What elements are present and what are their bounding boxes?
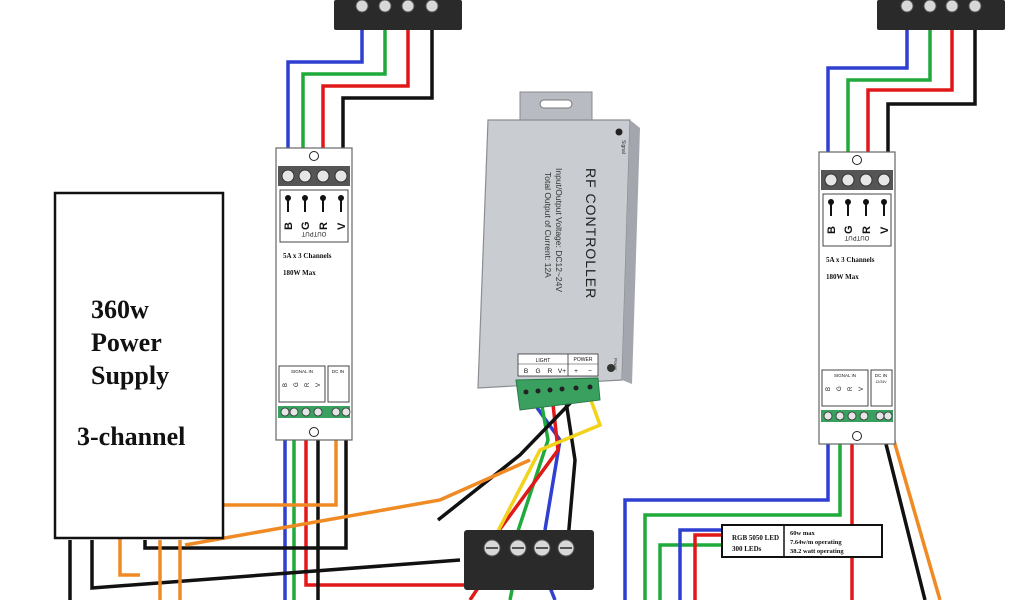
amp-left-signal-in: SIGNAL IN bbox=[291, 369, 313, 374]
controller-term-minus: − bbox=[588, 368, 592, 375]
wire-green-topright bbox=[846, 12, 932, 160]
strip-label-3: 60w max bbox=[790, 530, 815, 537]
rf-controller: Signal RF CONTROLLER Input/Output Voltag… bbox=[477, 91, 640, 411]
wire-black-leftamp-dc bbox=[143, 420, 348, 550]
amp-left-sig-r: R bbox=[305, 382, 311, 387]
controller-term-b: B bbox=[524, 368, 528, 375]
wire-black-ctrl bbox=[563, 394, 577, 541]
terminal-block-bottom bbox=[464, 530, 594, 590]
psu-label-4: 3-channel bbox=[77, 422, 185, 451]
strip-label-1: RGB 5050 LED bbox=[732, 534, 779, 542]
strip-label-2: 300 LEDs bbox=[732, 545, 762, 553]
amp-right-rating-1: 5A x 3 Channels bbox=[826, 256, 875, 264]
amp-left-rating-2: 180W Max bbox=[283, 269, 316, 277]
wire-black-topright bbox=[886, 12, 977, 160]
wire-green-topleft bbox=[301, 12, 387, 160]
amp-left-term-r: R bbox=[318, 222, 330, 230]
psu-label-3: Supply bbox=[91, 361, 169, 390]
psu-label-1: 360w bbox=[91, 295, 149, 324]
amp-right-sig-r: R bbox=[848, 386, 854, 391]
amp-right-term-b: B bbox=[826, 226, 838, 234]
amplifier-left: B G R V OUTPUT 5A x 3 Channels 180W Max … bbox=[275, 147, 353, 441]
controller-spec-1: Input/Output Voltage: DC12~24V bbox=[554, 168, 564, 292]
wire-black-psu-2 bbox=[90, 540, 461, 590]
wire-red-topright bbox=[866, 12, 954, 160]
amp-right-sig-v: V bbox=[859, 387, 865, 391]
psu-label-2: Power bbox=[91, 328, 162, 357]
wire-black-rightamp bbox=[878, 419, 927, 600]
amp-right-dc-in: DC IN bbox=[875, 373, 887, 378]
amp-right-rating-2: 180W Max bbox=[826, 273, 859, 281]
amp-left-sig-g: G bbox=[294, 382, 300, 387]
wire-green-ctrl bbox=[513, 394, 550, 541]
controller-signal-label: Signal bbox=[620, 140, 626, 154]
wire-red-ctrl bbox=[490, 394, 560, 542]
amp-right-signal-in: SIGNAL IN bbox=[834, 373, 856, 378]
amp-left-rating-1: 5A x 3 Channels bbox=[283, 252, 332, 260]
controller-power-label: POWER bbox=[574, 357, 593, 363]
terminal-block-topleft bbox=[334, 0, 462, 30]
wire-black-ctrl-2 bbox=[436, 393, 580, 522]
amp-right-sig-b: B bbox=[826, 387, 832, 391]
wire-red-topleft bbox=[321, 12, 410, 160]
wire-blue-strip bbox=[678, 528, 725, 600]
power-supply: 360w Power Supply 3-channel bbox=[53, 191, 225, 540]
controller-term-g: G bbox=[535, 368, 540, 375]
amp-left-term-b: B bbox=[283, 222, 295, 230]
amp-left-term-v: V bbox=[336, 222, 348, 230]
amp-right-term-r: R bbox=[861, 226, 873, 234]
controller-term-plus: + bbox=[574, 368, 578, 375]
amp-right-output-label: OUTPUT bbox=[844, 234, 869, 240]
wire-black-topleft bbox=[341, 12, 434, 160]
led-strip-label: RGB 5050 LED 300 LEDs 60w max 7.64w/m op… bbox=[721, 524, 883, 558]
wire-green-strip bbox=[658, 543, 725, 600]
wire-blue-topleft bbox=[286, 12, 364, 160]
amp-left-sig-v: V bbox=[316, 383, 322, 387]
controller-light-label: LIGHT bbox=[536, 358, 551, 364]
wire-orange-rightamp bbox=[886, 419, 942, 600]
amp-right-dc-sub: 12/24V bbox=[875, 380, 887, 384]
amplifier-right: B G R V OUTPUT 5A x 3 Channels 180W Max … bbox=[818, 151, 896, 445]
wire-red-leftamp-sig bbox=[304, 420, 480, 587]
amp-right-sig-g: G bbox=[837, 386, 843, 391]
strip-label-4: 7.64w/m operating bbox=[790, 539, 842, 546]
wire-orange-ctrl bbox=[184, 458, 531, 547]
amp-left-output-label: OUTPUT bbox=[301, 230, 326, 236]
terminal-block-topright bbox=[877, 0, 1005, 30]
amp-left-sig-b: B bbox=[283, 383, 289, 387]
controller-term-v: V+ bbox=[558, 368, 566, 375]
wire-blue-topright bbox=[826, 12, 909, 160]
controller-power-led-label: Power bbox=[613, 358, 618, 371]
amp-left-term-g: G bbox=[300, 221, 312, 230]
wire-blue-rightamp bbox=[623, 420, 830, 600]
controller-term-r: R bbox=[548, 368, 553, 375]
amp-right-term-g: G bbox=[843, 225, 855, 234]
wire-green-rightamp bbox=[643, 420, 842, 600]
controller-spec-2: Total Output of Current: 12A bbox=[543, 172, 553, 278]
amp-right-term-v: V bbox=[879, 226, 891, 234]
amp-left-dc-in: DC IN bbox=[332, 369, 344, 374]
wire-yellow-ctrl bbox=[468, 391, 603, 586]
strip-label-5: 38.2 watt operating bbox=[790, 548, 844, 555]
controller-title: RF CONTROLLER bbox=[583, 168, 599, 299]
wire-red-strip bbox=[693, 533, 725, 600]
